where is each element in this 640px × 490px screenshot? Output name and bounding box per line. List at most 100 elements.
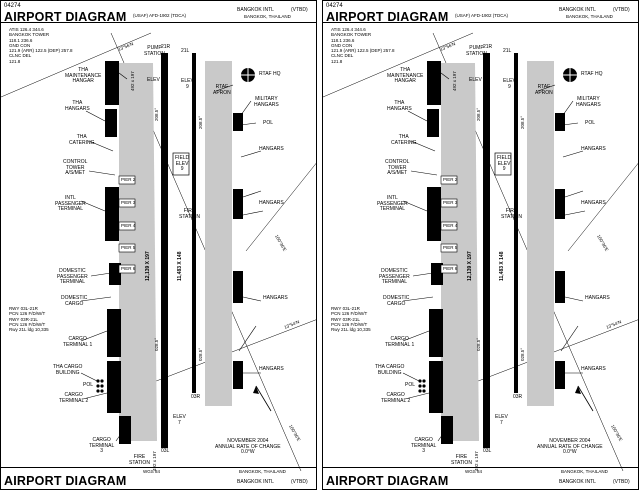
freq-line: ATIS 126.4 344.6 (9, 27, 44, 32)
label-pier-4: PIER 4 (443, 223, 458, 228)
latitude-line (1, 32, 152, 98)
label-pier-2: PIER 2 (121, 177, 136, 182)
chart-header-id: (USAF) AFD-1902 (TDCA) (133, 13, 187, 18)
pol-tanks (418, 379, 426, 393)
frequency-block: ATIS 126.4 344.6 BANGKOK TOWER 118.1 236… (9, 27, 73, 64)
freq-line: 121.9 (ARR) 122.5 (DEP) 257.8 (331, 48, 395, 54)
label-pol-west: POL (83, 382, 94, 388)
freq-line: 121.8 (331, 58, 343, 64)
rtaf-apron-area (205, 61, 232, 406)
runway-right-dimensions: 11,483 X 148 (177, 251, 183, 281)
cargo-terminal-1 (429, 309, 443, 357)
pier-6 (440, 264, 458, 274)
hangars-east (233, 189, 243, 219)
runway-info-line: PCN 126 F/D/W/T (9, 311, 46, 317)
label-hangars: HANGARS (581, 200, 606, 206)
airport-map (1, 32, 316, 472)
datum-label: WGS 84 (465, 469, 483, 474)
tha-maintenance-hangar (427, 61, 441, 105)
heading-028-right: 028.5° (198, 347, 203, 361)
chart-code: 04274 (326, 3, 343, 9)
pier-3 (118, 198, 136, 208)
mag-var-line: NOVEMBER 2004 (227, 438, 269, 444)
magnetic-variation-note: NOVEMBER 2004 ANNUAL RATE OF CHANGE 0.0°… (215, 438, 281, 456)
footer-location: BANGKOK, THAILAND (561, 469, 608, 474)
domestic-passenger-terminal (109, 263, 121, 285)
airport-name: BANGKOK INTL (237, 7, 274, 13)
heading-208-right: 208.5° (198, 115, 203, 129)
runway-left-dimensions: 12,139 X 197 (467, 251, 473, 281)
heading-028-left: 028.5° (154, 337, 159, 351)
latitude-line (150, 319, 316, 384)
label-hangars: HANGARS (263, 295, 288, 301)
hangars-south (555, 361, 565, 389)
label-pol-east: POL (585, 120, 596, 126)
label-hangars: HANGARS (259, 366, 284, 372)
tha-hangars (105, 109, 117, 137)
pier-2 (118, 175, 136, 185)
freq-line: ATIS 126.4 344.6 (331, 27, 366, 32)
label-elev: ELEV (469, 77, 482, 83)
footer-title: AIRPORT DIAGRAM (326, 474, 449, 488)
taxiway-dimensions: 492 x 197 (130, 71, 135, 91)
tha-hangars (427, 109, 439, 137)
mag-var-line: ANNUAL RATE OF CHANGE (215, 443, 281, 450)
label-hangars: HANGARS (259, 146, 284, 152)
airport-name: BANGKOK INTL (559, 7, 596, 13)
airport-location: BANGKOK, THAILAND (244, 14, 291, 19)
runway-03r-label: 03R (513, 394, 523, 400)
mag-var-line: ANNUAL RATE OF CHANGE (537, 443, 603, 450)
pier-3 (440, 198, 458, 208)
label-rtaf-hq: RTAF HQ (581, 71, 603, 77)
heading-208-left: 208.5° (154, 107, 159, 121)
cargo-terminal-1 (107, 309, 121, 357)
magnetic-north-arrow (253, 386, 259, 394)
taxiway-dimensions: 492 x 197 (452, 71, 457, 91)
label-pier-2: PIER 2 (443, 177, 458, 182)
airport-id: (VTBD) (291, 7, 308, 13)
label-pier-5: PIER 5 (443, 245, 458, 250)
hangars-east (555, 189, 565, 219)
runway-left-dimensions: 12,139 X 197 (145, 251, 151, 281)
label-pier-6: PIER 6 (443, 266, 458, 271)
heading-028-right: 028.5° (520, 347, 525, 361)
longitude-line (245, 163, 316, 252)
runway-info-line: RWY 03R-21L (9, 316, 38, 322)
freq-line: BANGKOK TOWER (331, 32, 372, 38)
label-rtaf-hq: RTAF HQ (259, 71, 281, 77)
pol-tanks (96, 379, 104, 393)
freq-line: 118.1 236.6 (331, 37, 355, 43)
chart-header-id: (USAF) AFD-1902 (TDCA) (455, 13, 509, 18)
runway-03l-label: 03L (161, 448, 170, 454)
footer-rule (1, 467, 316, 468)
heading-208-right: 208.5° (520, 115, 525, 129)
datum-label: WGS 84 (143, 469, 161, 474)
mag-var-line: NOVEMBER 2004 (549, 438, 591, 444)
rtaf-apron-area (527, 61, 554, 406)
label-pier-3: PIER 3 (121, 200, 136, 205)
runway-03r-21l (192, 53, 196, 393)
footer-airport-name: BANGKOK INTL (559, 479, 596, 485)
label-pier-3: PIER 3 (443, 200, 458, 205)
